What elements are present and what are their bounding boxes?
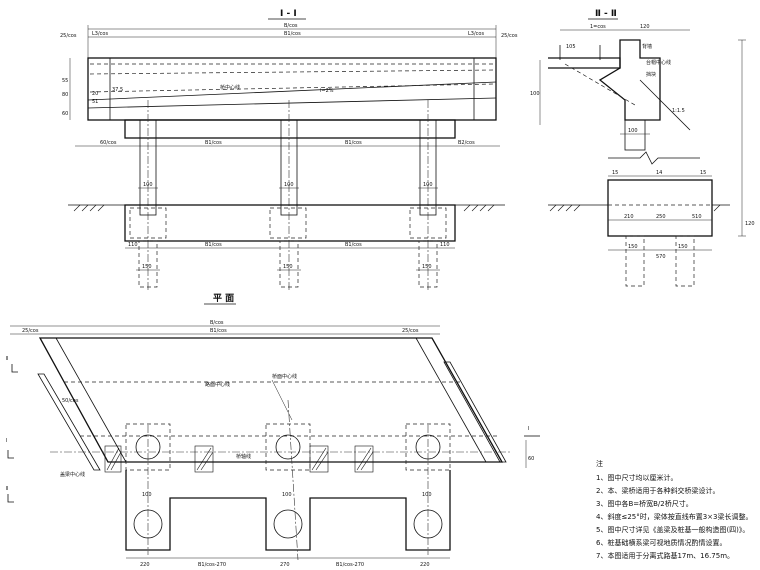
dim-l3: L3/cos (92, 31, 108, 37)
note-3: 3、图中各B=桥宽B/2桥尺寸。 (596, 499, 693, 508)
s2-dim-570: 570 (656, 254, 666, 260)
dim-pile-100a: 100 (143, 182, 153, 188)
section-1-1: I - I B/cos B1/cos 25/cos 25/cos L3/cos … (60, 9, 518, 290)
s2-dim-14: 14 (656, 170, 662, 176)
dim-h37: 37.5 (112, 87, 123, 93)
plan-dim-p100b: 100 (282, 492, 292, 498)
s2-label-cap: 台帽中心线 (646, 59, 671, 66)
s2-label-block: 挡块 (646, 71, 656, 78)
dim-cap-b1a: B1/cos (205, 242, 222, 248)
dim-h20: 20 (92, 91, 98, 97)
s2-ratio: 1:1.5 (672, 108, 685, 114)
dim-seg3: B1/cos (345, 140, 362, 146)
s2-dim-120: 120 (640, 24, 650, 30)
dim-span: B1/cos (284, 31, 301, 37)
note-4: 4、斜度≤25°时，梁体按直线布置3×3梁长调整。 (596, 512, 753, 521)
plan-dim-50: 50/cos (62, 398, 79, 404)
dim-end-left: 25/cos (60, 33, 77, 39)
dim-cap-b1b: B1/cos (345, 242, 362, 248)
dim-seg1: 60/cos (100, 140, 117, 146)
plan-dim-seg2: B1/cos-270 (336, 562, 364, 568)
s2-dim-top: 1=cos (590, 24, 606, 30)
dim-pile-100c: 100 (423, 182, 433, 188)
s2-dim-120b: 120 (745, 221, 755, 227)
plan-title: 平 面 (213, 293, 234, 304)
s2-dim-100b: 100 (628, 128, 638, 134)
note-6: 6、桩基础横系梁可视地质情况酌情设置。 (596, 538, 726, 547)
section-2-title: Ⅱ - Ⅱ (595, 9, 617, 19)
s2-label-back: 背墙 (642, 43, 652, 50)
dim-pile-150a: 150 (142, 264, 152, 270)
plan-dim-270: 270 (280, 562, 290, 568)
plan-label-pier: 盖梁中心线 (60, 471, 85, 478)
cut-marker-ii-top: Ⅱ (6, 356, 8, 362)
s2-dim-210: 210 (624, 214, 634, 220)
plan-dim-25r: 25/cos (402, 328, 419, 334)
plan-dim-25: 25/cos (22, 328, 39, 334)
dim-pile-150c: 150 (422, 264, 432, 270)
dim-seg4: B2/cos (458, 140, 475, 146)
cut-marker-ii-bot: Ⅱ (6, 486, 8, 492)
dim-h60: 60 (62, 111, 68, 117)
plan-dim-60: 60 (528, 456, 534, 462)
notes-heading: 注 (596, 459, 603, 468)
note-2: 2、本、梁桥适用于各种斜交桥梁设计。 (596, 486, 719, 495)
plan-dim-220a: 220 (140, 562, 150, 568)
note-7: 7、本图适用于分离式路基17m、16.75m。 (596, 551, 734, 560)
cut-marker-i-right: I (528, 426, 529, 432)
dim-end-right: 25/cos (501, 33, 518, 39)
dim-pile-100b: 100 (284, 182, 294, 188)
slope-label: i=2% (320, 88, 334, 94)
dim-h51: 51 (92, 99, 98, 105)
deck-centerline-label: 桥中心线 (220, 84, 240, 91)
s2-dim-100: 100 (530, 91, 540, 97)
note-1: 1、图中尺寸均以厘米计。 (596, 473, 677, 482)
plan-label-deck: 桥面中心线 (272, 373, 297, 380)
s2-dim-150b: 150 (678, 244, 688, 250)
dim-cap-110b: 110 (440, 242, 450, 248)
dim-pile-150b: 150 (283, 264, 293, 270)
s2-dim-15a: 15 (612, 170, 618, 176)
plan-dim-p100c: 100 (422, 492, 432, 498)
plan-dim-p100a: 100 (142, 492, 152, 498)
dim-h55: 55 (62, 78, 68, 84)
plan-view: 平 面 B/cos B1/cos 25/cos 25/cos 路面中心线 桥面中… (6, 293, 540, 568)
dim-seg2: B1/cos (205, 140, 222, 146)
dim-l3-r: L3/cos (468, 31, 484, 37)
plan-label-center: 路面中心线 (205, 381, 230, 388)
section-1-title: I - I (280, 9, 297, 19)
dim-total: B/cos (284, 23, 298, 29)
s2-dim-150a: 150 (628, 244, 638, 250)
plan-dim-total: B/cos (210, 320, 224, 326)
plan-dim-seg1: B1/cos-270 (198, 562, 226, 568)
dim-h80: 80 (62, 92, 68, 98)
plan-dim-b1: B1/cos (210, 328, 227, 334)
plan-dim-220b: 220 (420, 562, 430, 568)
s2-dim-15b: 15 (700, 170, 706, 176)
cut-marker-i-left: I (6, 438, 7, 444)
s2-dim-105: 105 (566, 44, 576, 50)
s2-dim-250: 250 (656, 214, 666, 220)
note-5: 5、图中尺寸详见《盖梁及桩基一般构造图(四)》。 (596, 525, 749, 534)
s2-dim-510: 510 (692, 214, 702, 220)
plan-label-bearing: 桥轴线 (236, 453, 251, 460)
notes-block: 注 1、图中尺寸均以厘米计。 2、本、梁桥适用于各种斜交桥梁设计。 3、图中各B… (596, 459, 753, 560)
dim-cap-110: 110 (128, 242, 138, 248)
section-2-2: Ⅱ - Ⅱ 1=cos 120 105 背墙 台帽中心线 挡块 1:1.5 10… (530, 9, 755, 287)
